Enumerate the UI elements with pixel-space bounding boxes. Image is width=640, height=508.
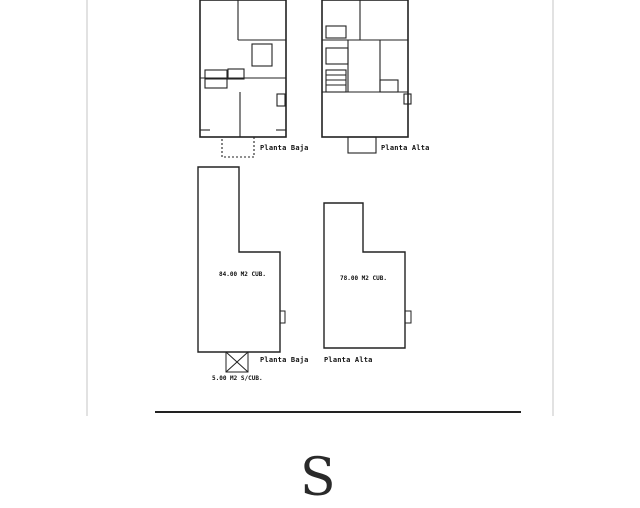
ground-floor-area-label: 84.00 M2 CUB. (219, 271, 266, 278)
upper-floor-outline (323, 202, 412, 349)
ground-floor-outline-label: Planta Baja (260, 356, 309, 364)
porch-area-label: 5.00 M2 S/CUB. (212, 375, 263, 382)
upper-floor-area-label: 78.00 M2 CUB. (340, 275, 387, 282)
ground-floor-outline (197, 166, 286, 373)
floor-plans-drawing: Planta Baja Planta Alta 84.00 M2 CUB. 78… (197, 0, 430, 382)
upper-floor-outline-label: Planta Alta (324, 356, 373, 364)
divider-rule (155, 411, 521, 413)
upper-floor-detail-plan (321, 0, 412, 154)
ground-floor-detail-label: Planta Baja (260, 144, 309, 152)
ground-floor-detail-plan (199, 0, 287, 158)
brand-monogram: S (300, 448, 336, 508)
upper-floor-detail-label: Planta Alta (381, 144, 430, 152)
sheet-left-edge (86, 0, 88, 416)
sheet-right-edge (552, 0, 554, 416)
